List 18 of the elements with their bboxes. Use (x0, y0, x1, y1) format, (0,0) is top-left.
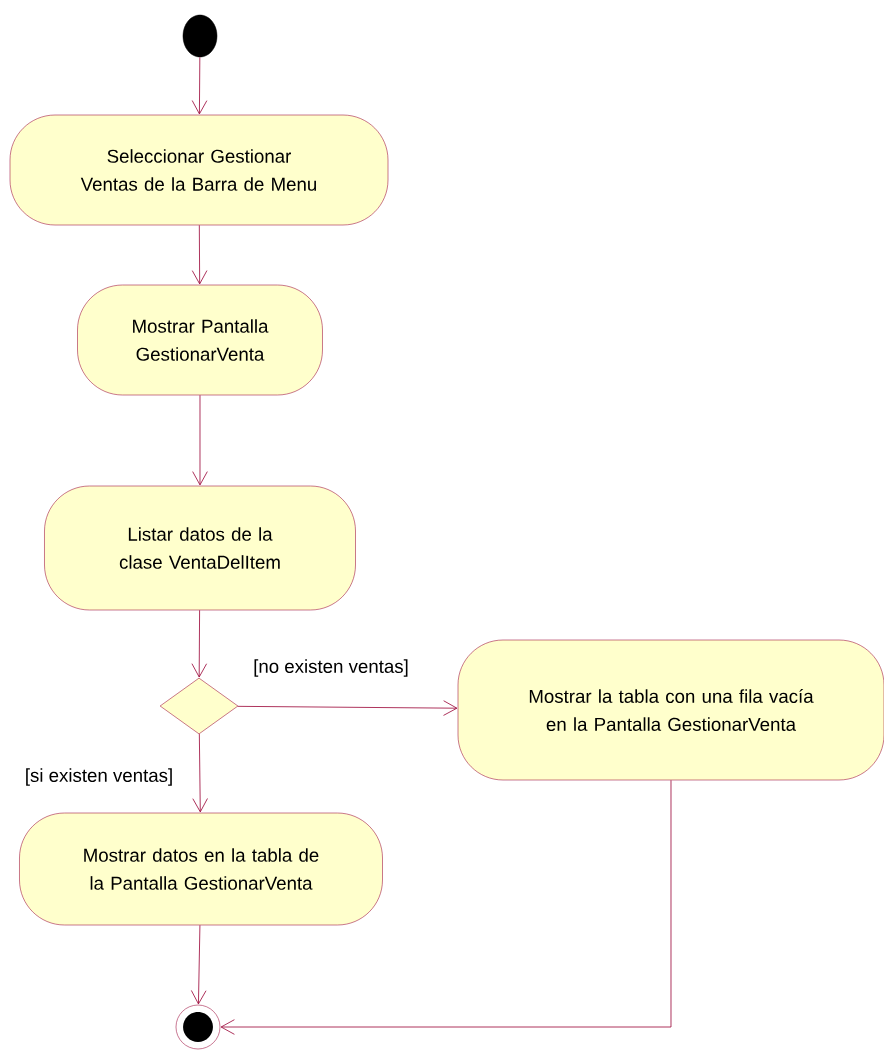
action-box: Mostrar datos en la tabla de la Pantalla GestionarVenta (19, 812, 383, 926)
arrow (237, 700, 458, 716)
arrow (192, 733, 208, 813)
arrow (191, 224, 208, 285)
arrow (190, 924, 207, 1005)
edge-label: [no existen ventas] (251, 658, 411, 679)
arrow (192, 394, 208, 486)
decision-diamond (159, 677, 239, 735)
action-box: Listar datos de la clase VentaDelItem (44, 485, 356, 611)
arrow (220, 779, 672, 1035)
action-box: Mostrar la tabla con una fila vacía en la Pantalla GestionarVenta (457, 639, 884, 781)
edge-label: [si existen ventas] (23, 766, 175, 788)
arrow (191, 609, 207, 678)
arrow (191, 56, 208, 115)
end-circle (175, 1004, 221, 1050)
start-circle (182, 14, 218, 58)
action-box: Seleccionar Gestionar Ventas de la Barra de Menu (9, 114, 389, 226)
action-box: Mostrar Pantalla GestionarVenta (77, 284, 323, 396)
